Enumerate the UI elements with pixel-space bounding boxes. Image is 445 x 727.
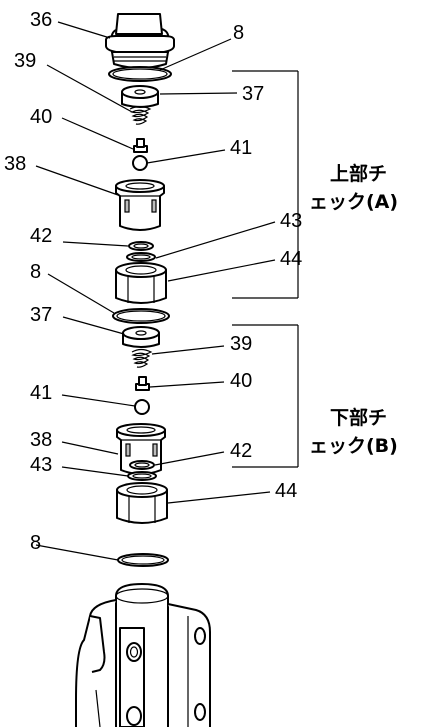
part-44-nut-bottom [116, 482, 168, 524]
bracket-lower-check [232, 324, 299, 468]
upper-check-label-line2: ェック(A) [309, 191, 398, 213]
part-8-oring-bottom [117, 553, 169, 567]
callout-40-bottom: 40 [230, 370, 252, 392]
callout-38-bottom: 38 [30, 429, 52, 451]
part-42-ring-bottom [129, 460, 155, 470]
part-41-ball-top [132, 155, 148, 171]
bracket-upper-check [232, 70, 299, 299]
part-8-oring-middle [112, 308, 170, 324]
callout-41-top: 41 [230, 137, 252, 159]
callout-38-top: 38 [4, 153, 26, 175]
part-37-seat-bottom [122, 326, 160, 348]
callout-labels: 36 8 39 37 40 41 38 42 43 44 8 37 39 40 … [4, 9, 302, 554]
callout-8-middle: 8 [30, 261, 41, 283]
callout-36: 36 [30, 9, 52, 31]
callout-40-top: 40 [30, 106, 52, 128]
upper-check-label-line1: 上部チ [330, 162, 387, 185]
part-40-stop-bottom [135, 376, 150, 391]
leader-lines [35, 21, 276, 561]
pump-housing [75, 583, 211, 727]
part-42-ring-top [128, 241, 154, 251]
part-44-nut-top [115, 262, 167, 304]
callout-43-top: 43 [280, 210, 302, 232]
callout-42-bottom: 42 [230, 440, 252, 462]
callout-44-top: 44 [280, 248, 302, 270]
part-8-oring-top [108, 66, 172, 82]
part-40-stop-top [133, 138, 148, 153]
part-37-seat-top [121, 85, 159, 108]
part-36-plug [105, 13, 175, 69]
callout-42-top: 42 [30, 225, 52, 247]
callout-8-top: 8 [233, 22, 244, 44]
part-39-spring-top [129, 105, 152, 125]
callout-44-bottom: 44 [275, 480, 297, 502]
callout-41-bottom: 41 [30, 382, 52, 404]
part-41-ball-bottom [134, 399, 150, 415]
part-43-washer-top [126, 252, 156, 262]
callout-39-bottom: 39 [230, 333, 252, 355]
lower-check-label-line2: ェック(B) [309, 435, 398, 457]
part-43-washer-bottom [127, 471, 157, 481]
part-38-guide-top [115, 179, 165, 231]
lower-check-label-line1: 下部チ [330, 406, 387, 429]
callout-43-bottom: 43 [30, 454, 52, 476]
callout-39-top: 39 [14, 50, 36, 72]
callout-8-bottom: 8 [30, 532, 41, 554]
callout-37-bottom: 37 [30, 304, 52, 326]
part-39-spring-bottom [131, 348, 153, 368]
callout-37-top: 37 [242, 83, 264, 105]
